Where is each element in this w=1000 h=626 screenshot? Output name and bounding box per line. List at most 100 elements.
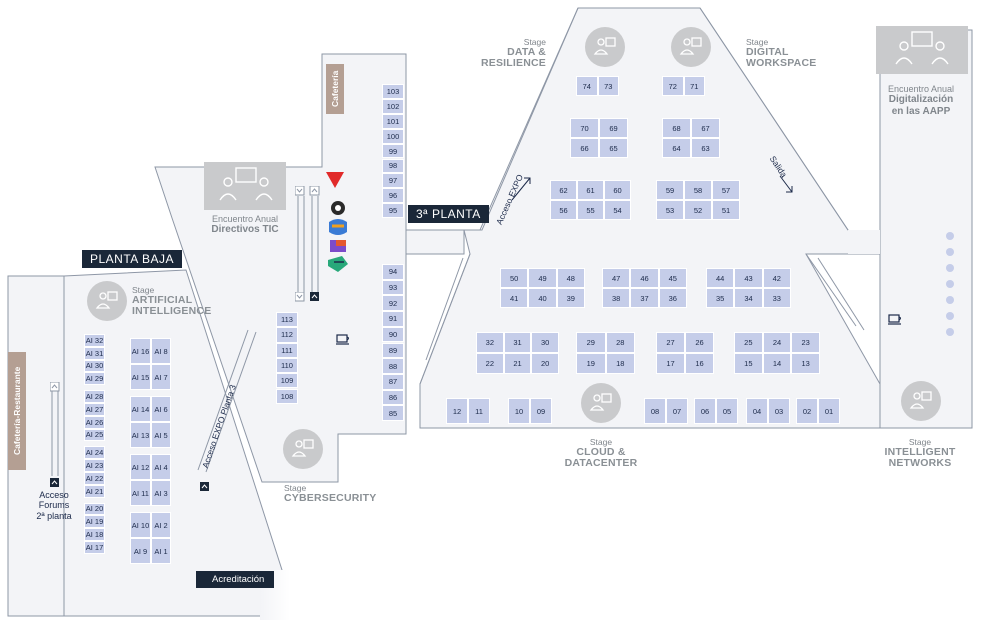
booth[interactable]: 54 bbox=[604, 200, 631, 220]
booth[interactable]: 46 bbox=[630, 268, 659, 288]
booth[interactable]: 62 bbox=[550, 180, 577, 200]
booth[interactable]: AI 15 bbox=[130, 364, 151, 390]
booth[interactable]: AI 13 bbox=[130, 422, 151, 448]
booth[interactable]: AI 30 bbox=[84, 359, 105, 373]
booth[interactable]: 57 bbox=[712, 180, 740, 200]
booth[interactable]: AI 9 bbox=[130, 538, 151, 564]
booth[interactable]: AI 27 bbox=[84, 403, 105, 416]
booth[interactable]: 65 bbox=[599, 138, 628, 158]
booth[interactable]: 02 bbox=[796, 398, 818, 424]
booth[interactable]: AI 17 bbox=[84, 541, 105, 554]
booth[interactable]: AI 25 bbox=[84, 428, 105, 442]
booth[interactable]: 05 bbox=[716, 398, 738, 424]
booth[interactable]: 01 bbox=[818, 398, 840, 424]
booth[interactable]: 40 bbox=[528, 288, 557, 308]
booth[interactable]: 103 bbox=[382, 84, 404, 99]
booth[interactable]: 58 bbox=[684, 180, 712, 200]
booth[interactable]: 47 bbox=[602, 268, 631, 288]
booth[interactable]: 67 bbox=[691, 118, 720, 138]
booth[interactable]: AI 8 bbox=[151, 338, 171, 364]
booth[interactable]: 55 bbox=[577, 200, 604, 220]
booth[interactable]: 85 bbox=[382, 405, 404, 421]
booth[interactable]: AI 2 bbox=[151, 512, 171, 538]
booth[interactable]: 95 bbox=[382, 203, 404, 219]
booth[interactable]: 15 bbox=[734, 353, 763, 374]
booth[interactable]: 31 bbox=[503, 332, 532, 353]
booth[interactable]: 09 bbox=[530, 398, 552, 424]
booth[interactable]: 91 bbox=[382, 311, 404, 327]
booth[interactable]: 94 bbox=[382, 264, 404, 280]
booth[interactable]: 109 bbox=[276, 373, 298, 389]
booth[interactable]: 100 bbox=[382, 128, 404, 144]
booth[interactable]: 53 bbox=[656, 200, 684, 220]
booth[interactable]: AI 23 bbox=[84, 459, 105, 472]
booth[interactable]: 24 bbox=[762, 332, 792, 353]
booth[interactable]: 48 bbox=[556, 268, 585, 288]
booth[interactable]: AI 6 bbox=[151, 396, 171, 422]
booth[interactable]: 99 bbox=[382, 143, 404, 159]
booth[interactable]: 97 bbox=[382, 173, 404, 189]
booth[interactable]: AI 11 bbox=[130, 480, 151, 506]
booth[interactable]: AI 4 bbox=[151, 454, 171, 480]
booth[interactable]: 36 bbox=[658, 288, 687, 308]
booth[interactable]: AI 24 bbox=[84, 446, 105, 460]
booth[interactable]: 98 bbox=[382, 158, 404, 174]
booth[interactable]: AI 22 bbox=[84, 472, 105, 485]
booth[interactable]: AI 21 bbox=[84, 484, 105, 498]
booth[interactable]: 19 bbox=[576, 353, 606, 374]
booth[interactable]: 66 bbox=[570, 138, 599, 158]
booth[interactable]: 87 bbox=[382, 373, 404, 390]
booth[interactable]: 13 bbox=[791, 353, 820, 374]
booth[interactable]: 96 bbox=[382, 188, 404, 204]
booth[interactable]: 102 bbox=[382, 98, 404, 114]
booth[interactable]: AI 12 bbox=[130, 454, 151, 480]
booth[interactable]: 16 bbox=[685, 353, 714, 374]
booth[interactable]: 49 bbox=[528, 268, 557, 288]
booth[interactable]: 50 bbox=[500, 268, 529, 288]
booth[interactable]: 06 bbox=[694, 398, 716, 424]
booth[interactable]: 112 bbox=[276, 327, 298, 343]
booth[interactable]: 89 bbox=[382, 342, 404, 359]
booth[interactable]: AI 18 bbox=[84, 528, 105, 541]
booth[interactable]: AI 3 bbox=[151, 480, 171, 506]
booth[interactable]: AI 26 bbox=[84, 415, 105, 429]
booth[interactable]: 71 bbox=[683, 76, 705, 96]
booth[interactable]: 74 bbox=[576, 76, 598, 96]
booth[interactable]: AI 7 bbox=[151, 364, 171, 390]
booth[interactable]: AI 28 bbox=[84, 390, 105, 403]
booth[interactable]: 44 bbox=[706, 268, 735, 288]
booth[interactable]: 18 bbox=[605, 353, 635, 374]
booth[interactable]: 38 bbox=[602, 288, 631, 308]
booth[interactable]: 10 bbox=[508, 398, 530, 424]
booth[interactable]: 63 bbox=[691, 138, 720, 158]
booth[interactable]: 32 bbox=[476, 332, 504, 353]
booth[interactable]: 108 bbox=[276, 388, 298, 404]
booth[interactable]: 61 bbox=[577, 180, 604, 200]
booth[interactable]: 29 bbox=[576, 332, 606, 353]
booth[interactable]: AI 16 bbox=[130, 338, 151, 364]
booth[interactable]: 43 bbox=[734, 268, 763, 288]
booth[interactable]: 30 bbox=[531, 332, 559, 353]
booth[interactable]: 113 bbox=[276, 312, 298, 328]
booth[interactable]: AI 10 bbox=[130, 512, 151, 538]
booth[interactable]: 42 bbox=[762, 268, 791, 288]
booth[interactable]: 27 bbox=[656, 332, 685, 353]
booth[interactable]: AI 20 bbox=[84, 502, 105, 516]
booth[interactable]: AI 32 bbox=[84, 334, 105, 347]
booth[interactable]: 70 bbox=[570, 118, 599, 138]
booth[interactable]: 07 bbox=[666, 398, 688, 424]
booth[interactable]: 04 bbox=[746, 398, 768, 424]
booth[interactable]: AI 29 bbox=[84, 372, 105, 386]
booth[interactable]: 34 bbox=[734, 288, 763, 308]
booth[interactable]: 26 bbox=[685, 332, 714, 353]
booth[interactable]: 88 bbox=[382, 358, 404, 374]
booth[interactable]: 86 bbox=[382, 389, 404, 406]
booth[interactable]: 28 bbox=[605, 332, 635, 353]
booth[interactable]: 17 bbox=[656, 353, 685, 374]
booth[interactable]: 20 bbox=[531, 353, 559, 374]
booth[interactable]: 21 bbox=[503, 353, 532, 374]
booth[interactable]: AI 14 bbox=[130, 396, 151, 422]
booth[interactable]: 11 bbox=[468, 398, 490, 424]
booth[interactable]: 08 bbox=[644, 398, 666, 424]
booth[interactable]: 45 bbox=[658, 268, 687, 288]
